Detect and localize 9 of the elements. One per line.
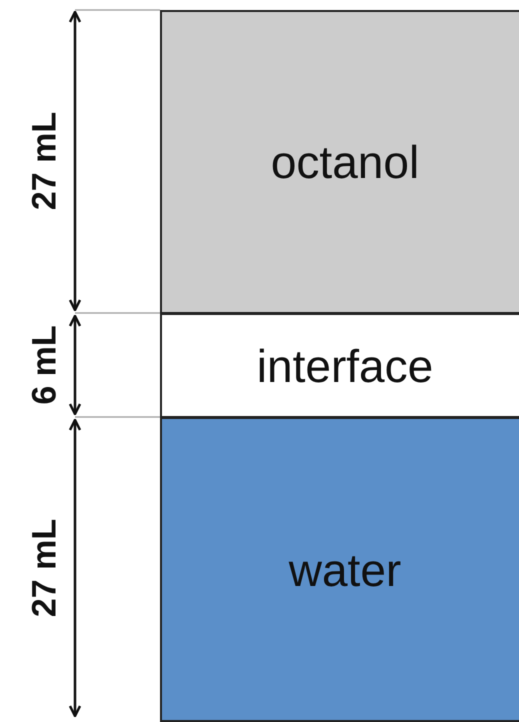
dimension-label: 27 mL <box>26 518 64 618</box>
layer-label: water <box>288 542 402 596</box>
dimension-label: 27 mL <box>26 112 64 210</box>
layer-label: interface <box>256 338 434 392</box>
dimension-label: 6 mL <box>26 325 64 405</box>
layer-band <box>160 417 519 722</box>
layer-band <box>160 313 519 418</box>
layer-band <box>160 10 519 314</box>
layer-label: octanol <box>270 135 420 189</box>
